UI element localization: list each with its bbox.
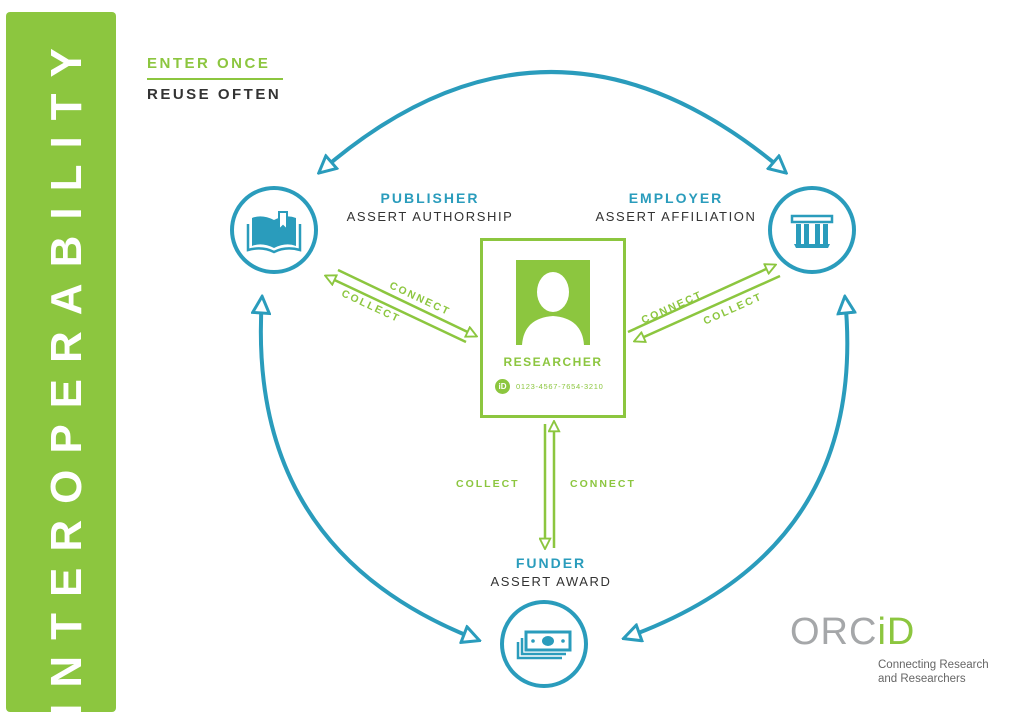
tagline-enter-once: ENTER ONCE xyxy=(147,55,271,72)
flow-label-funder-collect: COLLECT xyxy=(456,478,520,490)
logo-tagline: Connecting Research and Researchers xyxy=(878,658,998,686)
funder-label: FUNDER ASSERT AWARD xyxy=(490,555,611,589)
publisher-label: PUBLISHER ASSERT AUTHORSHIP xyxy=(347,190,514,224)
open-book-icon xyxy=(246,211,302,254)
logo-tagline-line2: and Researchers xyxy=(878,673,966,685)
flow-label-funder-connect: CONNECT xyxy=(570,478,636,490)
orcid-id-number: 0123-4567-7654-3210 xyxy=(516,382,604,391)
funder-node xyxy=(500,600,588,688)
orcid-id-row: iD 0123-4567-7654-3210 xyxy=(495,379,604,394)
flow-arrow-employer-connect xyxy=(627,265,775,334)
person-icon xyxy=(516,260,590,345)
orcid-logo: ORCiD xyxy=(790,612,915,652)
publisher-subtitle: ASSERT AUTHORSHIP xyxy=(346,209,514,224)
publisher-node xyxy=(230,186,318,274)
logo-word-orc: ORC xyxy=(790,611,878,653)
researcher-title: RESEARCHER xyxy=(503,355,603,369)
tagline-reuse-often: REUSE OFTEN xyxy=(147,86,282,103)
employer-node xyxy=(768,186,856,274)
logo-tagline-line1: Connecting Research xyxy=(878,659,989,671)
money-icon xyxy=(516,630,572,660)
flow-arrow-publisher-collect xyxy=(326,276,467,344)
sidebar-banner: INTEROPERABILITY xyxy=(6,12,116,716)
orcid-badge-icon: iD xyxy=(495,379,510,394)
employer-subtitle: ASSERT AFFILIATION xyxy=(595,209,757,224)
institution-icon xyxy=(790,214,834,248)
logo-word-id: iD xyxy=(877,611,916,653)
arc-publisher-employer xyxy=(320,70,785,172)
flow-arrow-publisher-connect xyxy=(337,268,476,336)
researcher-card: RESEARCHER iD 0123-4567-7654-3210 xyxy=(480,238,626,418)
arc-employer-funder xyxy=(625,298,847,638)
arc-publisher-funder xyxy=(261,298,478,640)
publisher-title: PUBLISHER xyxy=(380,190,480,206)
funder-title: FUNDER xyxy=(515,555,587,571)
tagline-divider xyxy=(147,78,283,80)
funder-subtitle: ASSERT AWARD xyxy=(490,574,612,589)
employer-label: EMPLOYER ASSERT AFFILIATION xyxy=(595,190,756,224)
employer-title: EMPLOYER xyxy=(628,190,724,206)
flow-arrow-employer-collect xyxy=(635,274,781,341)
